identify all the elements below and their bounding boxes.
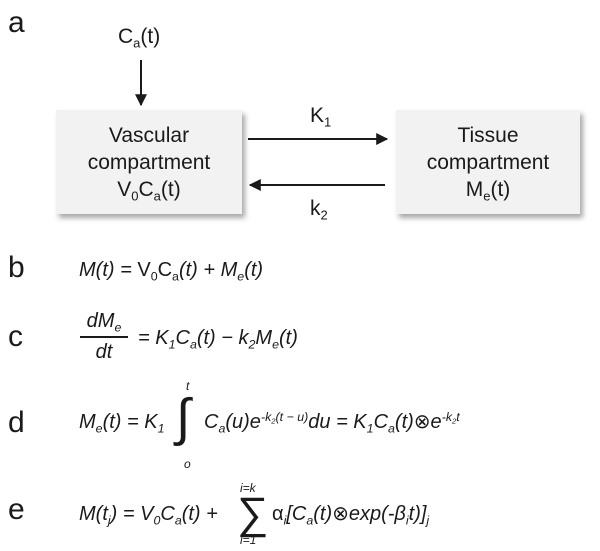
tissue-expression: Me(t) bbox=[465, 177, 511, 204]
vascular-compartment-box: Vascular compartment V0Ca(t) bbox=[56, 110, 242, 214]
fraction-numerator: dMe bbox=[86, 310, 122, 335]
equation-d-rhs: Ca(u)e-k2(t − u)du = K1Ca(t)⊗e-k2t bbox=[204, 409, 460, 436]
fraction-denominator: dt bbox=[95, 340, 113, 363]
vascular-title: Vascular bbox=[108, 123, 190, 147]
backward-rate-label: k2 bbox=[310, 197, 328, 223]
sum-lower-limit: i=1 bbox=[240, 533, 257, 547]
vascular-subtitle: compartment bbox=[87, 150, 211, 174]
tissue-title: Tissue bbox=[457, 123, 519, 147]
sum-upper-limit: i=k bbox=[240, 481, 256, 495]
equation-c-rhs: = K1Ca(t) − k2Me(t) bbox=[138, 327, 298, 352]
input-label: Ca(t) bbox=[118, 25, 161, 51]
panel-label-e: e bbox=[8, 493, 25, 526]
forward-rate-label: K1 bbox=[310, 104, 332, 130]
integral-lower-limit: o bbox=[184, 457, 191, 471]
equation-c-fraction: dMe dt bbox=[80, 310, 128, 364]
panel-label-a: a bbox=[8, 6, 25, 39]
tissue-subtitle: compartment bbox=[426, 150, 550, 174]
integral-upper-limit: t bbox=[186, 379, 190, 393]
summation-sign: ∑ bbox=[237, 489, 269, 538]
integral-sign: ∫ bbox=[176, 389, 191, 447]
equation-e-rhs: αi[Ca(t)⊗exp(-βit)]j bbox=[272, 503, 430, 528]
fraction-bar bbox=[80, 336, 128, 338]
equation-e-lhs: M(tj) = V0Ca(t) + bbox=[79, 503, 218, 528]
equation-d-lhs: Me(t) = K1 bbox=[79, 411, 165, 436]
panel-label-d: d bbox=[8, 406, 25, 439]
panel-label-b: b bbox=[8, 251, 25, 284]
tissue-compartment-box: Tissue compartment Me(t) bbox=[396, 110, 580, 214]
vascular-expression: V0Ca(t) bbox=[117, 177, 181, 204]
equation-b: M(t) = V0Ca(t) + Me(t) bbox=[79, 259, 264, 284]
panel-label-c: c bbox=[8, 320, 23, 353]
